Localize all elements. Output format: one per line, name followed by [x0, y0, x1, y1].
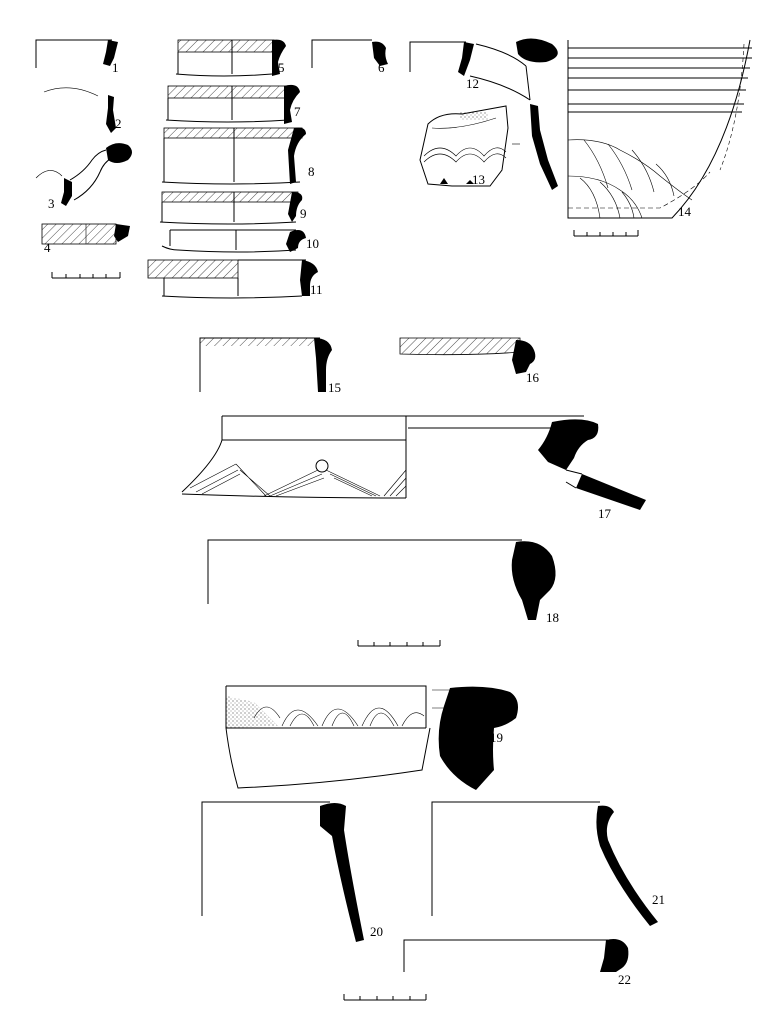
sherd-label-15: 15: [328, 380, 341, 395]
sherd-label-3: 3: [48, 196, 55, 211]
sherd-label-5: 5: [278, 60, 285, 75]
sherd-13: 13: [419, 104, 558, 190]
sherd-9: 9: [159, 191, 307, 225]
sherd-label-2: 2: [115, 116, 122, 131]
sherd-18: 18: [207, 539, 559, 625]
sherd-label-13: 13: [472, 172, 485, 187]
sherd-16: 16: [399, 337, 540, 385]
scale-bar-a: [51, 272, 121, 279]
sherd-label-9: 9: [300, 206, 307, 221]
sherd-label-10: 10: [306, 236, 319, 251]
sherd-label-14: 14: [678, 204, 692, 219]
sherd-7: 7: [165, 84, 301, 124]
sherd-label-17: 17: [598, 506, 612, 521]
sherd-label-19: 19: [490, 730, 503, 745]
sherd-19: 19: [225, 685, 518, 790]
sherd-11: 11: [147, 259, 323, 299]
sherd-label-22: 22: [618, 972, 631, 987]
sherd-2: 2: [43, 87, 122, 133]
sherd-1: 1: [35, 39, 119, 75]
sherd-label-11: 11: [310, 282, 323, 297]
sherd-label-16: 16: [526, 370, 540, 385]
scale-bar-b: [573, 230, 639, 237]
sherd-label-8: 8: [308, 164, 315, 179]
sherd-8: 8: [161, 127, 315, 185]
sherd-3: 3: [35, 143, 132, 211]
sherd-label-7: 7: [294, 104, 301, 119]
sherd-20: 20: [201, 801, 383, 942]
sherd-22: 22: [403, 939, 631, 987]
sherd-label-4: 4: [44, 240, 51, 255]
sherd-4: 4: [41, 223, 130, 255]
scale-bar-c: [357, 640, 441, 647]
sherd-label-21: 21: [652, 892, 665, 907]
sherd-12: 12: [409, 38, 558, 101]
sherd-14: 14: [567, 39, 752, 219]
sherd-label-18: 18: [546, 610, 559, 625]
sherd-10: 10: [161, 229, 319, 253]
sherd-label-1: 1: [112, 60, 119, 75]
sherd-6: 6: [311, 39, 388, 75]
sherd-21: 21: [431, 801, 665, 926]
sherd-label-20: 20: [370, 924, 383, 939]
sherd-15: 15: [199, 337, 341, 395]
sherd-5: 5: [175, 39, 286, 77]
scale-bar-d: [343, 994, 427, 1001]
sherd-label-6: 6: [378, 60, 385, 75]
sherd-17: 17: [181, 415, 646, 521]
sherd-label-12: 12: [466, 76, 479, 91]
